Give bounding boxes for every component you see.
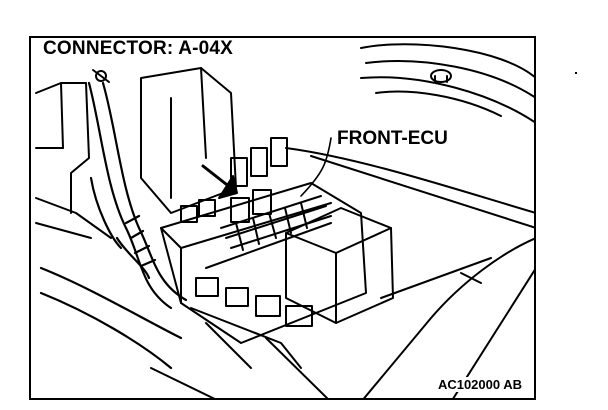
left-bracket (35, 69, 112, 239)
front-ecu-label: FRONT-ECU (335, 128, 450, 150)
figure-id: AC102000 AB (435, 377, 524, 392)
relay-box (140, 67, 237, 214)
callout-leader (300, 137, 332, 197)
front-ecu-assembly (150, 137, 394, 398)
fender-lines (285, 147, 534, 398)
scan-speck (575, 72, 577, 74)
round-component (360, 43, 534, 123)
engine-bay-illustration (35, 43, 534, 398)
wiring-harness (39, 81, 188, 370)
diagram-frame: CONNECTOR: A-04X FRONT-ECU AC102000 AB (29, 36, 536, 400)
connector-arrow (201, 164, 238, 199)
connector-caption: CONNECTOR: A-04X (41, 38, 238, 60)
